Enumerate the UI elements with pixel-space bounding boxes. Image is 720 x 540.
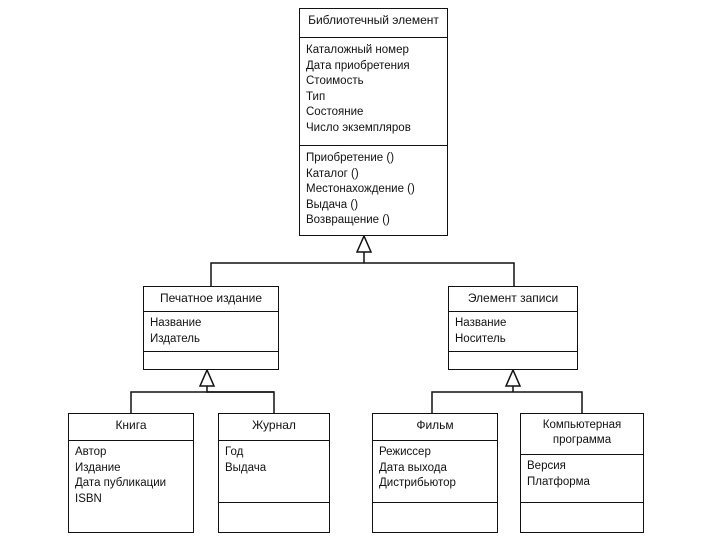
class-journal-operations [219, 502, 329, 531]
attribute: ISBN [75, 492, 102, 505]
operation: Возвращение () [306, 214, 390, 226]
class-software: Компьютерная программа Версия Платформа [520, 413, 644, 533]
attribute: Режиссер [379, 446, 431, 458]
attribute: Тип [306, 90, 326, 103]
class-software-attributes: Версия Платформа [521, 454, 643, 502]
attribute: Состояние [306, 106, 364, 118]
class-record: Элемент записи Название Носитель [448, 286, 578, 370]
class-printed-operations [144, 351, 278, 368]
class-software-operations [521, 502, 643, 531]
edge-printed-to-library [210, 252, 365, 286]
class-journal-name: Журнал [252, 418, 296, 432]
attribute: Дата выхода [379, 461, 447, 474]
attribute: Каталожный номер [306, 44, 409, 56]
class-film-attributes: Режиссер Дата выхода Дистрибьютор [373, 440, 497, 502]
class-name-line: Компьютерная [542, 419, 622, 431]
operation: Каталог () [306, 167, 359, 180]
edge-record-to-library [364, 262, 515, 286]
attribute: Название [150, 317, 202, 329]
attribute: Год [225, 446, 244, 458]
operation: Приобретение () [306, 152, 395, 164]
attribute: Дата публикации [75, 477, 167, 489]
attribute: Стоимость [306, 75, 364, 87]
class-book-name: Книга [115, 418, 147, 432]
class-journal-attributes: Год Выдача [219, 440, 329, 502]
class-software-name: Компьютерная программа [521, 414, 643, 454]
operation: Местонахождение () [306, 183, 415, 195]
edge-book-to-printed [130, 391, 274, 413]
attribute: Издатель [150, 332, 200, 345]
attribute: Платформа [527, 475, 590, 488]
generalization-arrow-record [504, 368, 522, 387]
edge-film-to-record [431, 391, 583, 413]
class-book-attributes: Автор Издание Дата публикации ISBN [69, 440, 193, 532]
class-printed: Печатное издание Название Издатель [143, 286, 279, 370]
class-record-operations [449, 351, 577, 368]
operation: Выдача () [306, 198, 359, 211]
attribute: Носитель [455, 332, 506, 345]
class-library-item-operations: Приобретение () Каталог () Местонахожден… [300, 145, 447, 234]
class-film: Фильм Режиссер Дата выхода Дистрибьютор [372, 413, 498, 533]
class-printed-attributes: Название Издатель [144, 311, 278, 351]
class-film-operations [373, 502, 497, 531]
class-library-item-attributes: Каталожный номер Дата приобретения Стоим… [300, 37, 447, 145]
class-library-item-name: Библиотечный элемент [308, 13, 439, 27]
edge-journal-to-printed [206, 386, 275, 413]
attribute: Издание [75, 461, 121, 474]
class-book: Книга Автор Издание Дата публикации ISBN [68, 413, 194, 533]
class-film-name: Фильм [416, 418, 454, 432]
attribute: Автор [75, 446, 107, 458]
attribute: Дата приобретения [306, 59, 410, 72]
class-name-line: программа [552, 434, 612, 446]
class-library-item: Библиотечный элемент Каталожный номер Да… [299, 8, 448, 236]
class-record-attributes: Название Носитель [449, 311, 577, 351]
attribute: Название [455, 317, 507, 329]
attribute: Число экземпляров [306, 121, 411, 134]
attribute: Дистрибьютор [379, 477, 456, 489]
class-record-name: Элемент записи [467, 291, 559, 305]
class-journal: Журнал Год Выдача [218, 413, 330, 533]
generalization-arrow-printed [198, 368, 216, 387]
attribute: Версия [527, 460, 566, 472]
class-printed-name: Печатное издание [160, 291, 262, 305]
attribute: Выдача [225, 461, 267, 474]
generalization-arrow-library [355, 234, 373, 253]
